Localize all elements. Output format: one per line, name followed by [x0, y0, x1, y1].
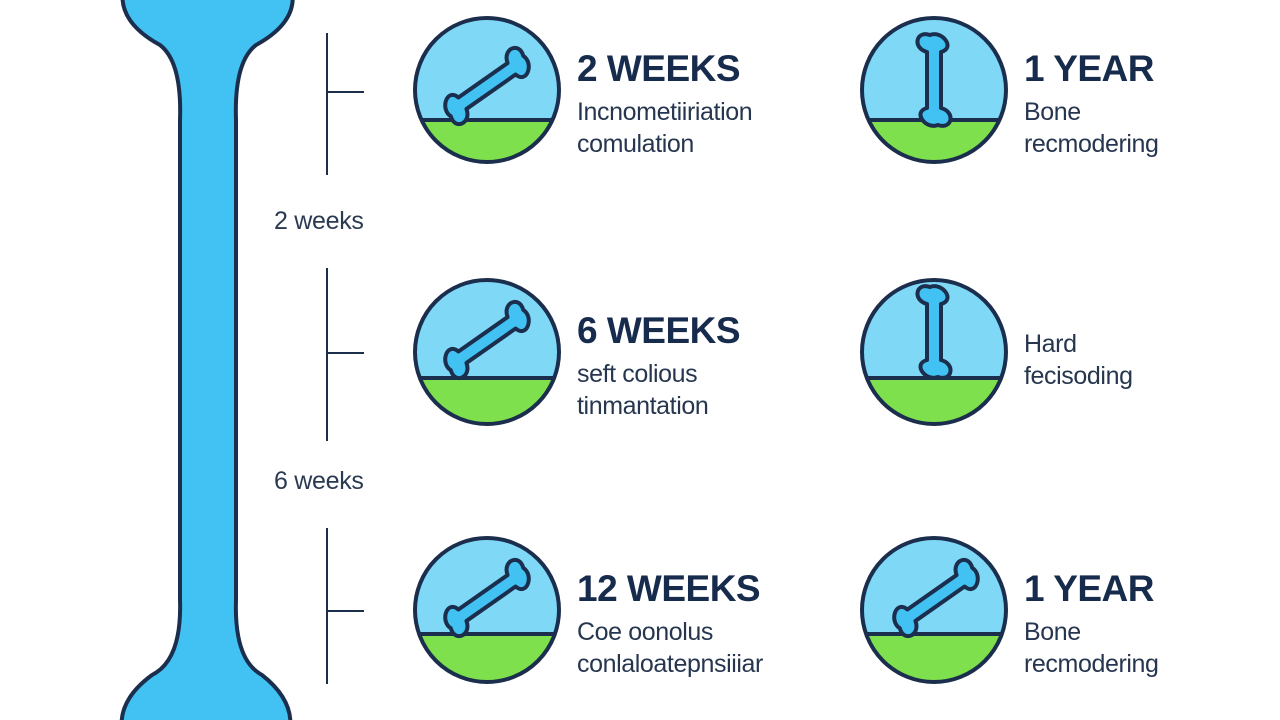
stage-description: seft colious tinmantation	[577, 358, 709, 422]
stage-heading: 2 WEEKS	[577, 48, 741, 89]
stage-description-line: tinmantation	[577, 392, 709, 420]
bone-diagonal-icon	[413, 536, 561, 684]
stage-description-line: fecisoding	[1024, 362, 1133, 390]
stage-description-line: recmodering	[1024, 650, 1159, 678]
timeline-tick	[326, 91, 364, 93]
stage-description: Bone recmodering	[1024, 96, 1159, 160]
stage-description-line: Hard	[1024, 330, 1077, 358]
stage-heading: 1 YEAR	[1024, 568, 1155, 609]
timeline-label: 6 weeks	[274, 467, 364, 495]
bone-vertical-icon	[860, 278, 1008, 426]
stage-heading: 1 YEAR	[1024, 48, 1155, 89]
stage-description-line: Coe oonolus	[577, 618, 713, 646]
stage-description: Incnometiiriation comulation	[577, 96, 753, 160]
timeline-segment	[326, 268, 328, 441]
timeline-tick	[326, 352, 364, 354]
stage-description: Coe oonolus conlaloatepnsiiiar	[577, 616, 763, 680]
timeline-segment	[326, 528, 328, 684]
timeline-label: 2 weeks	[274, 207, 364, 235]
large-bone-icon	[119, 0, 295, 720]
stage-description: Hard fecisoding	[1024, 328, 1133, 392]
bone-diagonal-icon	[860, 536, 1008, 684]
bone-diagonal-icon	[413, 278, 561, 426]
stage-description-line: Incnometiiriation	[577, 98, 753, 126]
bone-diagonal-icon	[413, 16, 561, 164]
stage-description-line: recmodering	[1024, 130, 1159, 158]
stage-heading: 12 WEEKS	[577, 568, 761, 609]
stage-description-line: seft colious	[577, 360, 698, 388]
bone-vertical-icon	[860, 16, 1008, 164]
stage-description-line: conlaloatepnsiiiar	[577, 650, 763, 678]
timeline-segment	[326, 33, 328, 175]
stage-description-line: Bone	[1024, 98, 1081, 126]
stage-heading: 6 WEEKS	[577, 310, 741, 351]
stage-description: Bone recmodering	[1024, 616, 1159, 680]
stage-description-line: comulation	[577, 130, 694, 158]
timeline-tick	[326, 610, 364, 612]
stage-description-line: Bone	[1024, 618, 1081, 646]
